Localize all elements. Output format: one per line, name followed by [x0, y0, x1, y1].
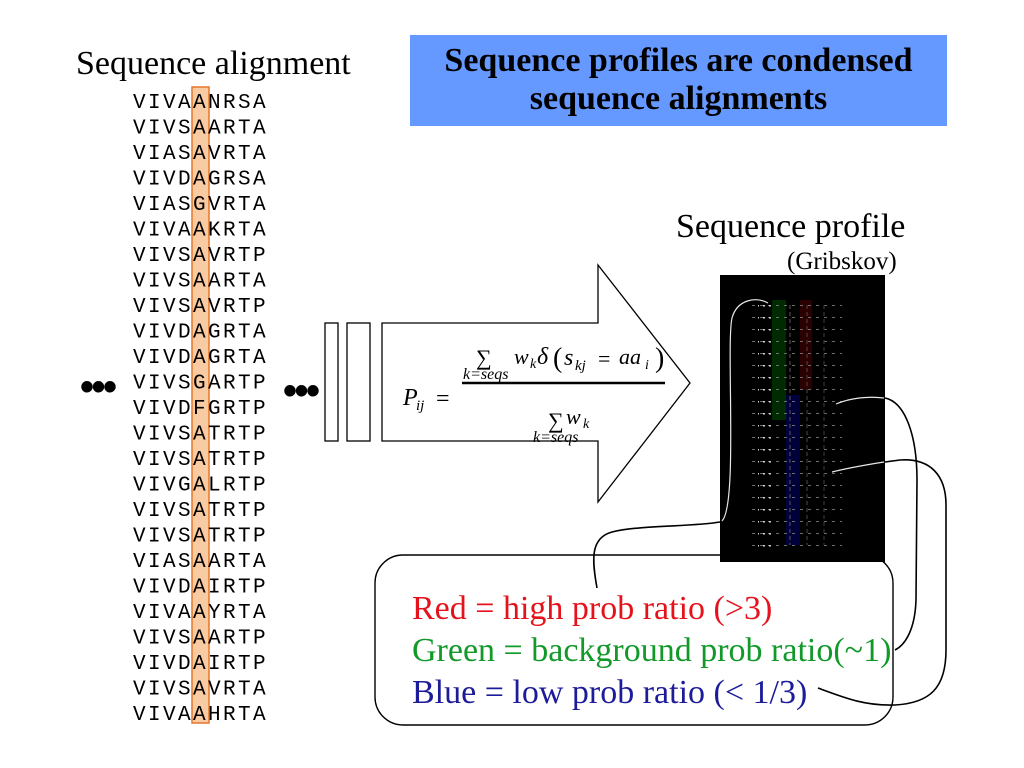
profile-image-highlights: [758, 302, 772, 547]
formula-denominator-sum-subscript: k=seqs: [533, 429, 578, 446]
sequence-row: VIVDAIRTP: [133, 577, 268, 600]
sequence-row: VIVSAVRTA: [133, 679, 268, 702]
sequence-row: VIVSAVRTP: [133, 245, 268, 268]
sequence-row: VIVSATRTP: [133, 449, 268, 472]
banner-line-2: sequence alignments: [530, 80, 828, 117]
sequence-alignment: VIVAANRSA VIVSAARTA VIASAVRTA VIVDAGRSA …: [133, 92, 268, 727]
sequence-row: VIVDAGRSA: [133, 169, 268, 192]
sequence-row: VIVSAARTA: [133, 271, 268, 294]
sequence-row: VIASGVRTA: [133, 194, 268, 217]
formula-delta: δ: [537, 344, 549, 370]
formula-numerator-weight-subscript: k: [530, 357, 537, 372]
profile-citation: (Gribskov): [787, 248, 897, 275]
formula-s: s: [564, 345, 573, 371]
profile-heatmap-image: [720, 275, 885, 562]
formula-numerator-sum: ∑: [476, 345, 492, 370]
highlight-column: [191, 86, 210, 724]
sequence-row: VIVAAYRTA: [133, 602, 268, 625]
formula-inner-equals: =: [598, 346, 610, 371]
sequence-row: VIVSAARTA: [133, 118, 268, 141]
separator-bar-1: [324, 322, 339, 442]
sequence-row: VIVDAGRTA: [133, 322, 268, 345]
sequence-row: VIVSATRTP: [133, 500, 268, 523]
sequence-row: VIVGALRTP: [133, 475, 268, 498]
legend-box: [374, 554, 894, 726]
formula-equals: =: [436, 386, 450, 412]
profile-title: Sequence profile: [676, 208, 905, 245]
sequence-row: VIASAARTA: [133, 551, 268, 574]
sequence-row: VIASAVRTA: [133, 143, 268, 166]
formula-denominator-sum: ∑: [548, 408, 564, 433]
profile-formula: P ij = ∑ k=seqs w k δ ( s kj = aa i ) ∑ …: [402, 343, 665, 446]
connector-green: [884, 397, 918, 651]
alignment-title: Sequence alignment: [76, 45, 351, 82]
sequence-row: VIVSATRTP: [133, 424, 268, 447]
formula-open-paren: (: [553, 343, 562, 374]
formula-lhs-subscript: ij: [416, 398, 424, 414]
formula-close-paren: ): [655, 343, 664, 374]
formula-numerator-sum-subscript: k=seqs: [463, 366, 508, 383]
legend-green: Green = background prob ratio(~1): [412, 632, 891, 669]
sequence-row: VIVDAGRTA: [133, 347, 268, 370]
ellipsis-left: •••: [80, 365, 116, 409]
formula-aa: aa: [619, 344, 641, 369]
sequence-row: VIVDFGRTP: [133, 398, 268, 421]
formula-numerator-weight: w: [514, 344, 529, 369]
banner: Sequence profiles are condensed sequence…: [410, 35, 947, 126]
sequence-row: VIVSGARTP: [133, 373, 268, 396]
connector-red-inner: [721, 299, 769, 522]
connector-blue: [817, 459, 947, 706]
sequence-row: VIVAAHRTA: [133, 704, 268, 727]
connector-red: [592, 521, 721, 589]
sequence-row: VIVSAARTP: [133, 628, 268, 651]
formula-lhs: P: [402, 385, 418, 411]
sequence-row: VIVAANRSA: [133, 92, 268, 115]
legend-red: Red = high prob ratio (>3): [412, 590, 772, 627]
ellipsis-right: •••: [283, 369, 319, 413]
sequence-row: VIVDAIRTP: [133, 653, 268, 676]
banner-line-1: Sequence profiles are condensed: [444, 42, 912, 79]
connector-green-inner: [835, 396, 885, 405]
formula-aa-subscript: i: [645, 358, 649, 373]
sequence-row: VIVSATRTP: [133, 526, 268, 549]
formula-denominator-weight-subscript: k: [583, 417, 590, 432]
legend-blue: Blue = low prob ratio (< 1/3): [412, 674, 807, 711]
sequence-row: VIVSAVRTP: [133, 296, 268, 319]
formula-s-subscript: kj: [575, 358, 586, 374]
formula-denominator-weight: w: [566, 404, 581, 429]
separator-bar-2: [346, 322, 371, 442]
banner-background: [410, 35, 947, 126]
sequence-row: VIVAAKRTA: [133, 220, 268, 243]
connector-blue-inner: [831, 461, 885, 473]
